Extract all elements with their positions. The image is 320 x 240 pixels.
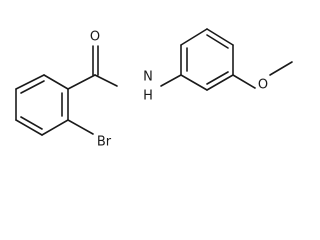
amide-hydrogen-label: H	[143, 89, 153, 104]
nitrogen-to-ring-bond	[160, 74, 182, 87]
ring1-bond-4	[15, 119, 43, 136]
amide-nitrogen-label: N	[143, 70, 153, 85]
ring-to-carbonyl-bond	[67, 74, 96, 90]
bromine-label: Br	[97, 135, 112, 150]
ring1-inner-2	[20, 116, 43, 130]
ring2-bond-5	[206, 74, 234, 91]
ring-to-ether-oxygen-bond	[232, 74, 256, 89]
bromophenyl-ring	[15, 74, 69, 136]
ring1-inner-1	[20, 80, 45, 94]
ring1-bond-5	[41, 119, 69, 136]
carbonyl-to-nitrogen-bond	[94, 74, 118, 87]
carbonyl-oxygen-label: O	[90, 30, 100, 45]
ring2-bond-3	[206, 28, 234, 46]
ether-oxygen-label: O	[258, 78, 268, 93]
structure-diagram: O N H Br O	[15, 28, 293, 150]
ring1-bond-2	[15, 74, 45, 90]
ring2-inner-2	[206, 34, 229, 49]
ring2-bond-2	[180, 28, 208, 46]
ring2-inner-3	[206, 71, 229, 85]
carbonyl-group	[67, 45, 99, 90]
ring2-bond-6	[180, 74, 208, 91]
methoxyphenyl-ring	[180, 28, 234, 91]
ether-oxygen-to-methyl-bond	[269, 61, 293, 76]
carbon-bromine-bond	[67, 119, 94, 135]
ring1-bond-1	[43, 74, 69, 90]
